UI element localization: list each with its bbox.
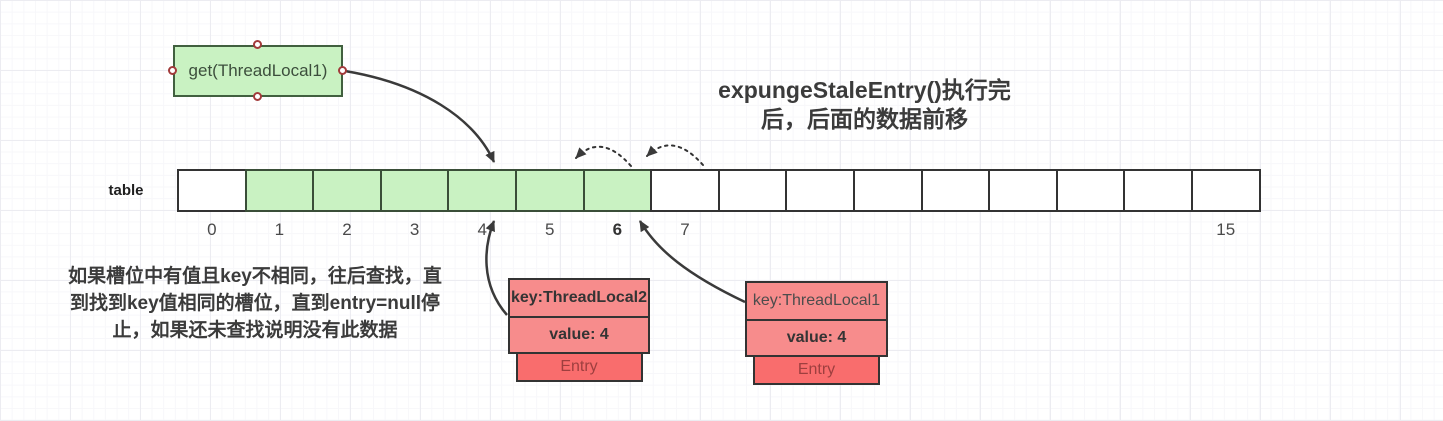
table-cell[interactable]: 1 [244, 169, 315, 239]
table-cell[interactable]: 7 [650, 169, 720, 239]
cell-index-label: 4 [477, 220, 487, 239]
get-threadlocal1-label: get(ThreadLocal1) [188, 61, 328, 80]
table-cell[interactable] [988, 169, 1058, 212]
note-line-3: 止，如果还未查找说明没有此数据 [112, 320, 398, 341]
heading-text: expungeStaleEntry()执行完 后，后面的数据前移 [687, 76, 1042, 134]
table-cell[interactable]: 15 [1190, 169, 1261, 239]
connector-get-to-slot4[interactable] [344, 69, 496, 163]
table-cell[interactable]: 5 [514, 169, 585, 239]
table-label: table [108, 182, 144, 199]
entry-box-threadlocal1[interactable]: key:ThreadLocal1 value: 4 Entry [745, 281, 888, 385]
table-cell[interactable]: 0 [177, 169, 247, 239]
cell-index-label: 3 [409, 220, 420, 239]
entry-tag[interactable]: Entry [753, 355, 880, 385]
table-cell[interactable] [717, 169, 788, 212]
shift-arc-slot7-to-slot6[interactable] [646, 144, 704, 166]
cell-index-label: 2 [342, 220, 352, 239]
table-cell[interactable] [852, 169, 923, 212]
connection-handle-top[interactable] [253, 40, 262, 49]
heading-line-1: expungeStaleEntry()执行完 [718, 77, 1011, 103]
table-cells: 0 1 2 3 4 5 6 7 15 [177, 169, 1261, 239]
shift-arc-slot6-to-slot5[interactable] [575, 145, 632, 167]
table-cell[interactable]: 6 [582, 169, 653, 239]
entry-value-row[interactable]: value: 4 [508, 316, 650, 354]
heading-line-2: 后，后面的数据前移 [761, 106, 968, 132]
cell-index-label: 15 [1216, 220, 1236, 239]
table-cell[interactable] [1123, 169, 1193, 212]
table-cell[interactable]: 3 [379, 169, 450, 239]
note-line-1: 如果槽位中有值且key不相同，往后查找，直 [68, 266, 442, 287]
table-cell[interactable]: 2 [312, 169, 382, 239]
cell-index-label: 6 [612, 220, 623, 239]
note-text: 如果槽位中有值且key不相同，往后查找，直 到找到key值相同的槽位，直到ent… [35, 263, 475, 344]
get-threadlocal1-box[interactable]: get(ThreadLocal1) [173, 45, 343, 97]
cell-index-label: 0 [207, 220, 217, 239]
table-cell[interactable] [920, 169, 991, 212]
entry-value-row[interactable]: value: 4 [745, 319, 888, 357]
cell-index-label: 1 [274, 220, 285, 239]
connection-handle-right[interactable] [338, 66, 347, 75]
entry-key-row[interactable]: key:ThreadLocal1 [745, 281, 888, 321]
entry-key-row[interactable]: key:ThreadLocal2 [508, 278, 650, 318]
table-cell[interactable]: 4 [447, 169, 517, 239]
connection-handle-bottom[interactable] [253, 92, 262, 101]
connection-handle-left[interactable] [168, 66, 177, 75]
cell-index-label: 7 [680, 220, 690, 239]
table-cell[interactable] [1055, 169, 1126, 212]
entry-tag[interactable]: Entry [515, 352, 643, 382]
table-cell[interactable] [785, 169, 855, 212]
entry-box-threadlocal2[interactable]: key:ThreadLocal2 value: 4 Entry [508, 278, 650, 382]
cell-index-label: 5 [545, 220, 555, 239]
note-line-2: 到找到key值相同的槽位，直到entry=null停 [69, 293, 441, 314]
